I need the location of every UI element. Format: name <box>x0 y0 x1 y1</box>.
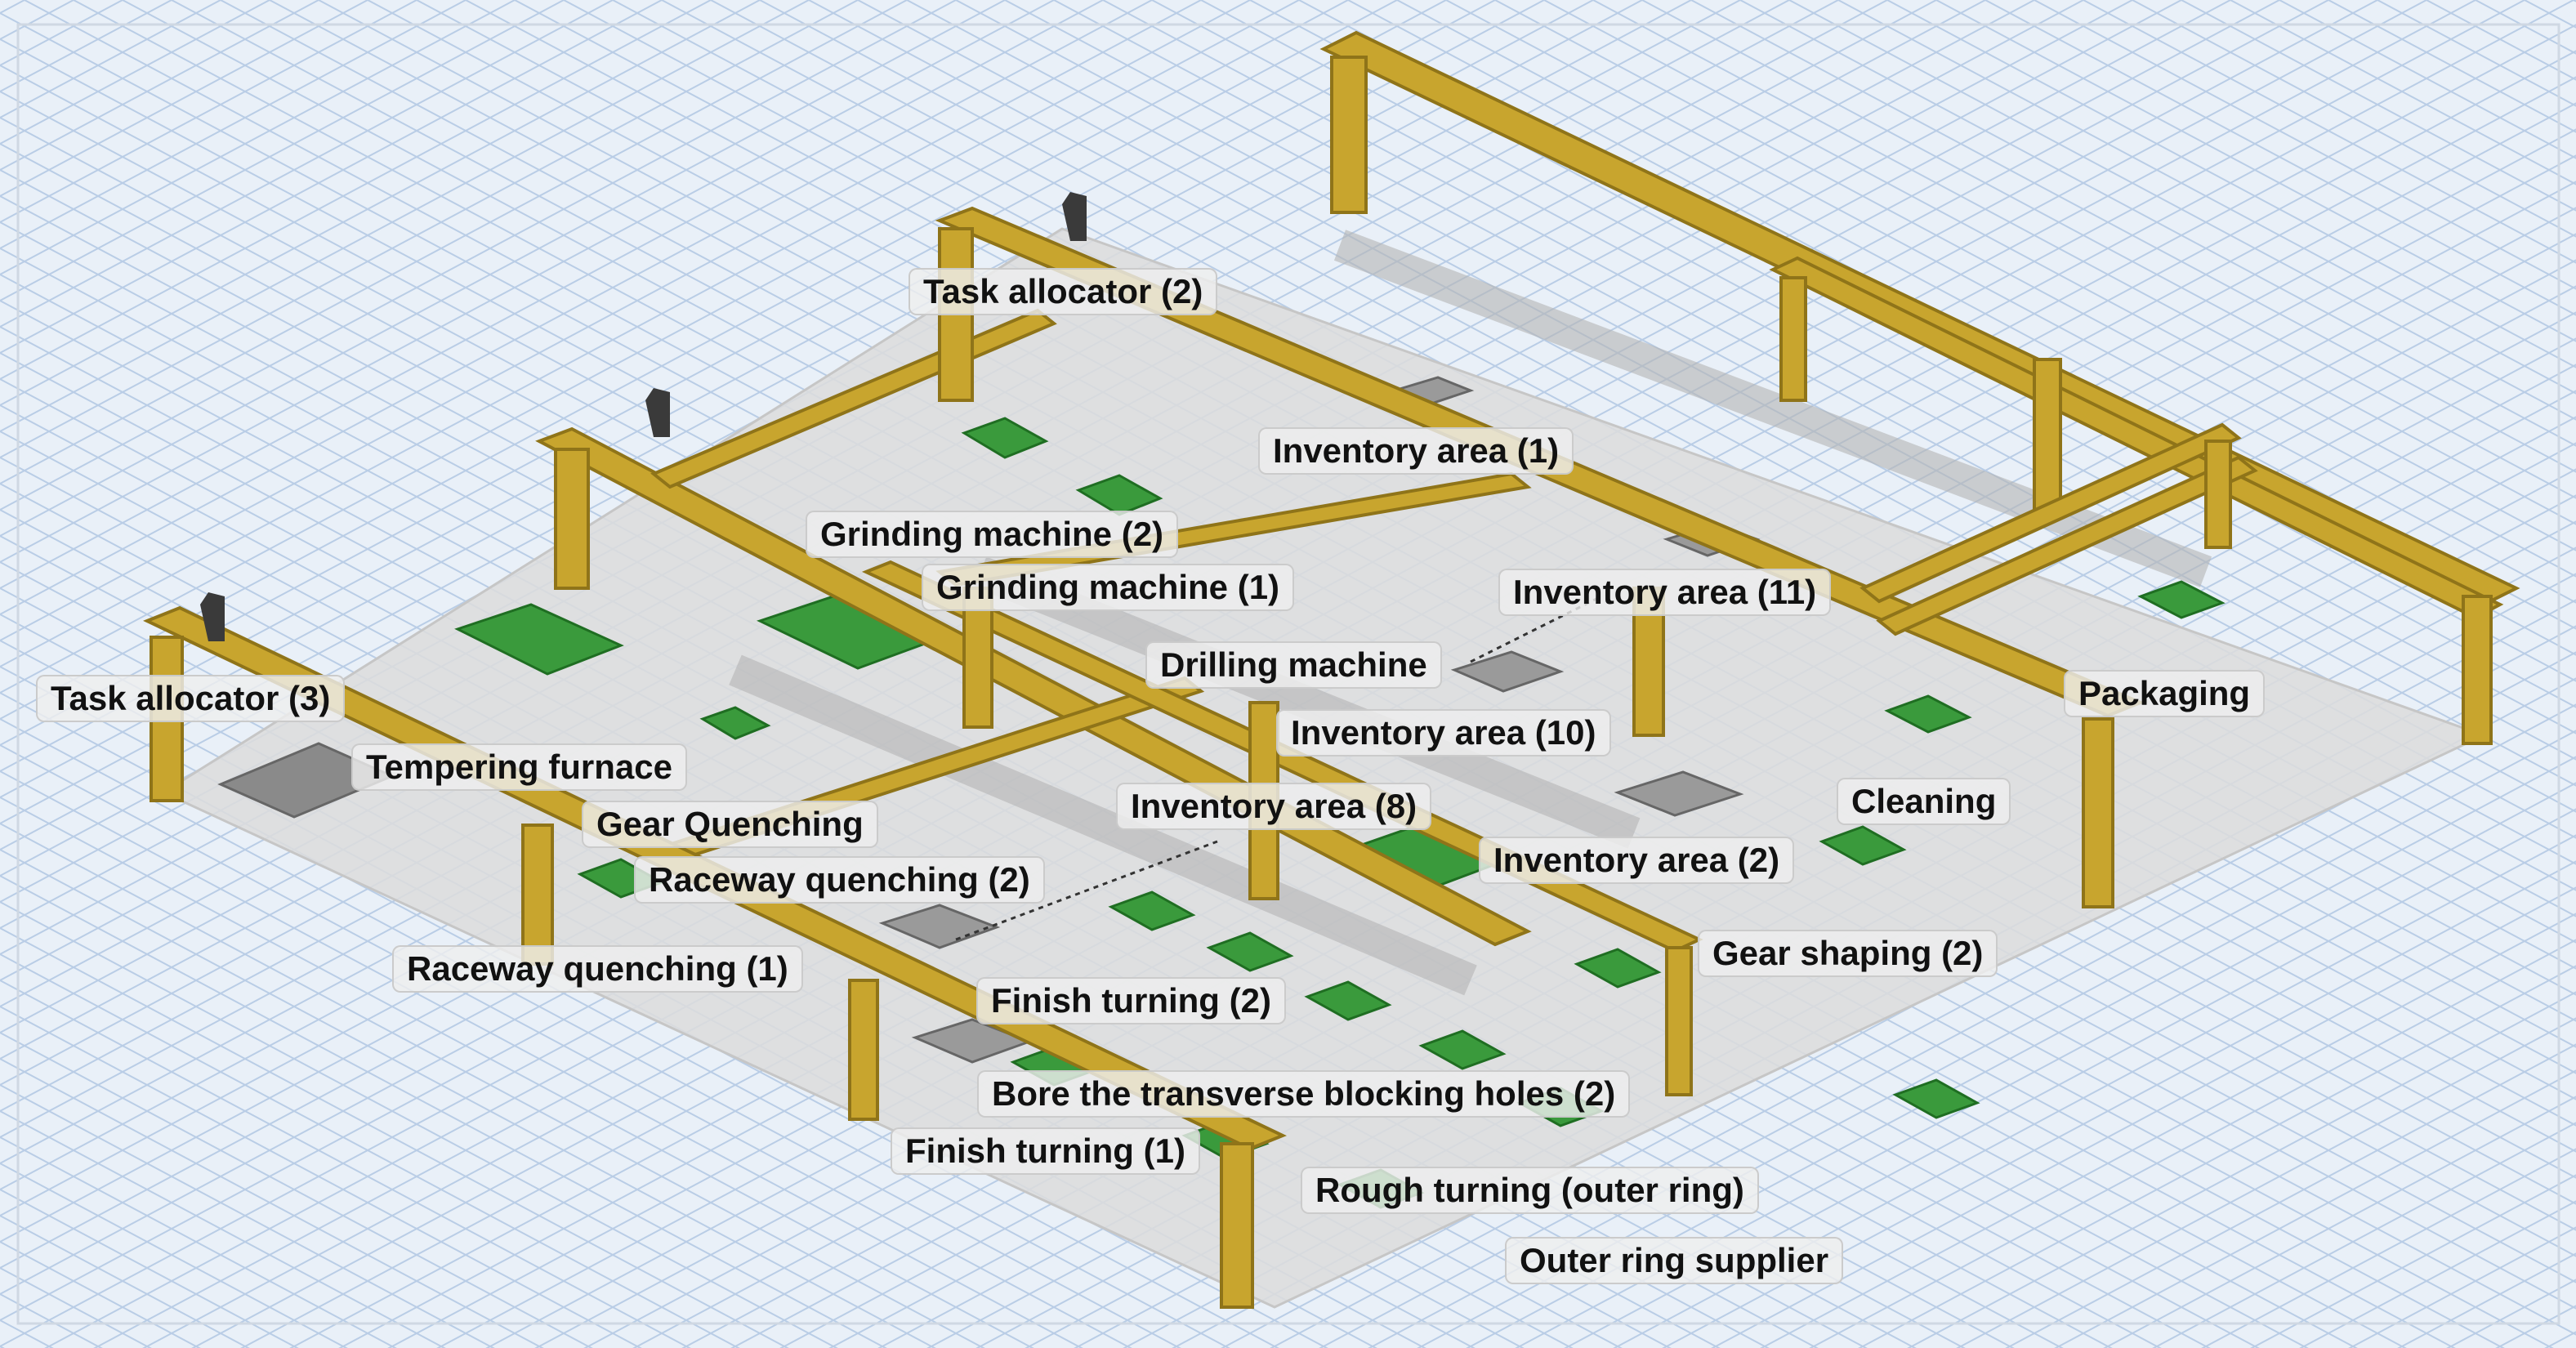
label-raceway-quenching-1[interactable]: Raceway quenching (1) <box>392 945 803 993</box>
label-task-allocator-2[interactable]: Task allocator (2) <box>909 268 1218 315</box>
inventory-pad <box>878 904 1001 949</box>
machine-body <box>961 417 1049 459</box>
crane-column <box>1330 56 1368 214</box>
label-inventory-area-11[interactable]: Inventory area (11) <box>1498 569 1832 616</box>
label-inventory-area-10[interactable]: Inventory area (10) <box>1276 709 1611 757</box>
crane-column <box>2204 440 2232 549</box>
operators <box>200 192 1087 641</box>
label-drilling-machine[interactable]: Drilling machine <box>1145 641 1442 689</box>
machine-body <box>1892 1078 1980 1119</box>
crane-column <box>962 587 993 729</box>
machine-body <box>1884 694 1972 734</box>
label-raceway-quenching-2[interactable]: Raceway quenching (2) <box>634 856 1045 904</box>
crane-column <box>1665 946 1693 1096</box>
machine-body <box>2137 580 2226 619</box>
operator-figure <box>200 592 225 641</box>
label-gear-quenching[interactable]: Gear Quenching <box>582 801 878 848</box>
crane-column <box>2462 595 2493 745</box>
operator-figure <box>1062 192 1087 241</box>
machine-body <box>1819 825 1907 866</box>
label-task-allocator-3[interactable]: Task allocator (3) <box>36 675 346 722</box>
inventory-pad <box>1614 770 1744 817</box>
machines <box>454 417 2226 1209</box>
label-packaging[interactable]: Packaging <box>2064 670 2266 717</box>
label-finish-turning-2[interactable]: Finish turning (2) <box>976 977 1286 1024</box>
machine-body <box>699 706 771 740</box>
label-grinding-machine-2[interactable]: Grinding machine (2) <box>806 511 1179 558</box>
label-tempering-furnace[interactable]: Tempering furnace <box>351 743 687 791</box>
crane-beam <box>1876 455 2258 636</box>
crane-beam <box>1769 256 2504 620</box>
crane-column <box>2082 717 2114 908</box>
crane-column <box>1779 276 1807 402</box>
machine-body <box>1075 474 1163 516</box>
machine-body <box>1574 948 1662 989</box>
label-cleaning[interactable]: Cleaning <box>1837 778 2011 825</box>
inventory-pad <box>1450 650 1565 693</box>
crane-beam <box>1859 422 2242 604</box>
crane-column <box>848 979 879 1121</box>
label-grinding-machine-1[interactable]: Grinding machine (1) <box>922 564 1295 611</box>
crane-column <box>521 824 554 966</box>
label-bore-transverse-blocking-holes-2[interactable]: Bore the transverse blocking holes (2) <box>977 1070 1631 1118</box>
label-finish-turning-1[interactable]: Finish turning (1) <box>891 1127 1200 1175</box>
machine-body <box>454 603 624 676</box>
label-outer-ring-supplier[interactable]: Outer ring supplier <box>1505 1237 1844 1284</box>
viewport-border <box>16 23 2560 1325</box>
crane-column <box>1220 1142 1254 1309</box>
operator-figure <box>645 388 670 437</box>
label-inventory-area-1[interactable]: Inventory area (1) <box>1258 427 1574 475</box>
label-gear-shaping-2[interactable]: Gear shaping (2) <box>1698 930 1998 977</box>
crane-column <box>2033 358 2062 516</box>
label-inventory-area-2[interactable]: Inventory area (2) <box>1479 837 1795 884</box>
machine-body <box>1304 980 1392 1021</box>
machine-body <box>1206 931 1294 972</box>
label-rough-turning-outer-ring[interactable]: Rough turning (outer ring) <box>1301 1167 1759 1214</box>
machine-body <box>1418 1029 1507 1070</box>
crane-column <box>554 448 590 590</box>
label-inventory-area-8[interactable]: Inventory area (8) <box>1116 783 1432 830</box>
machine-body <box>1108 890 1196 931</box>
